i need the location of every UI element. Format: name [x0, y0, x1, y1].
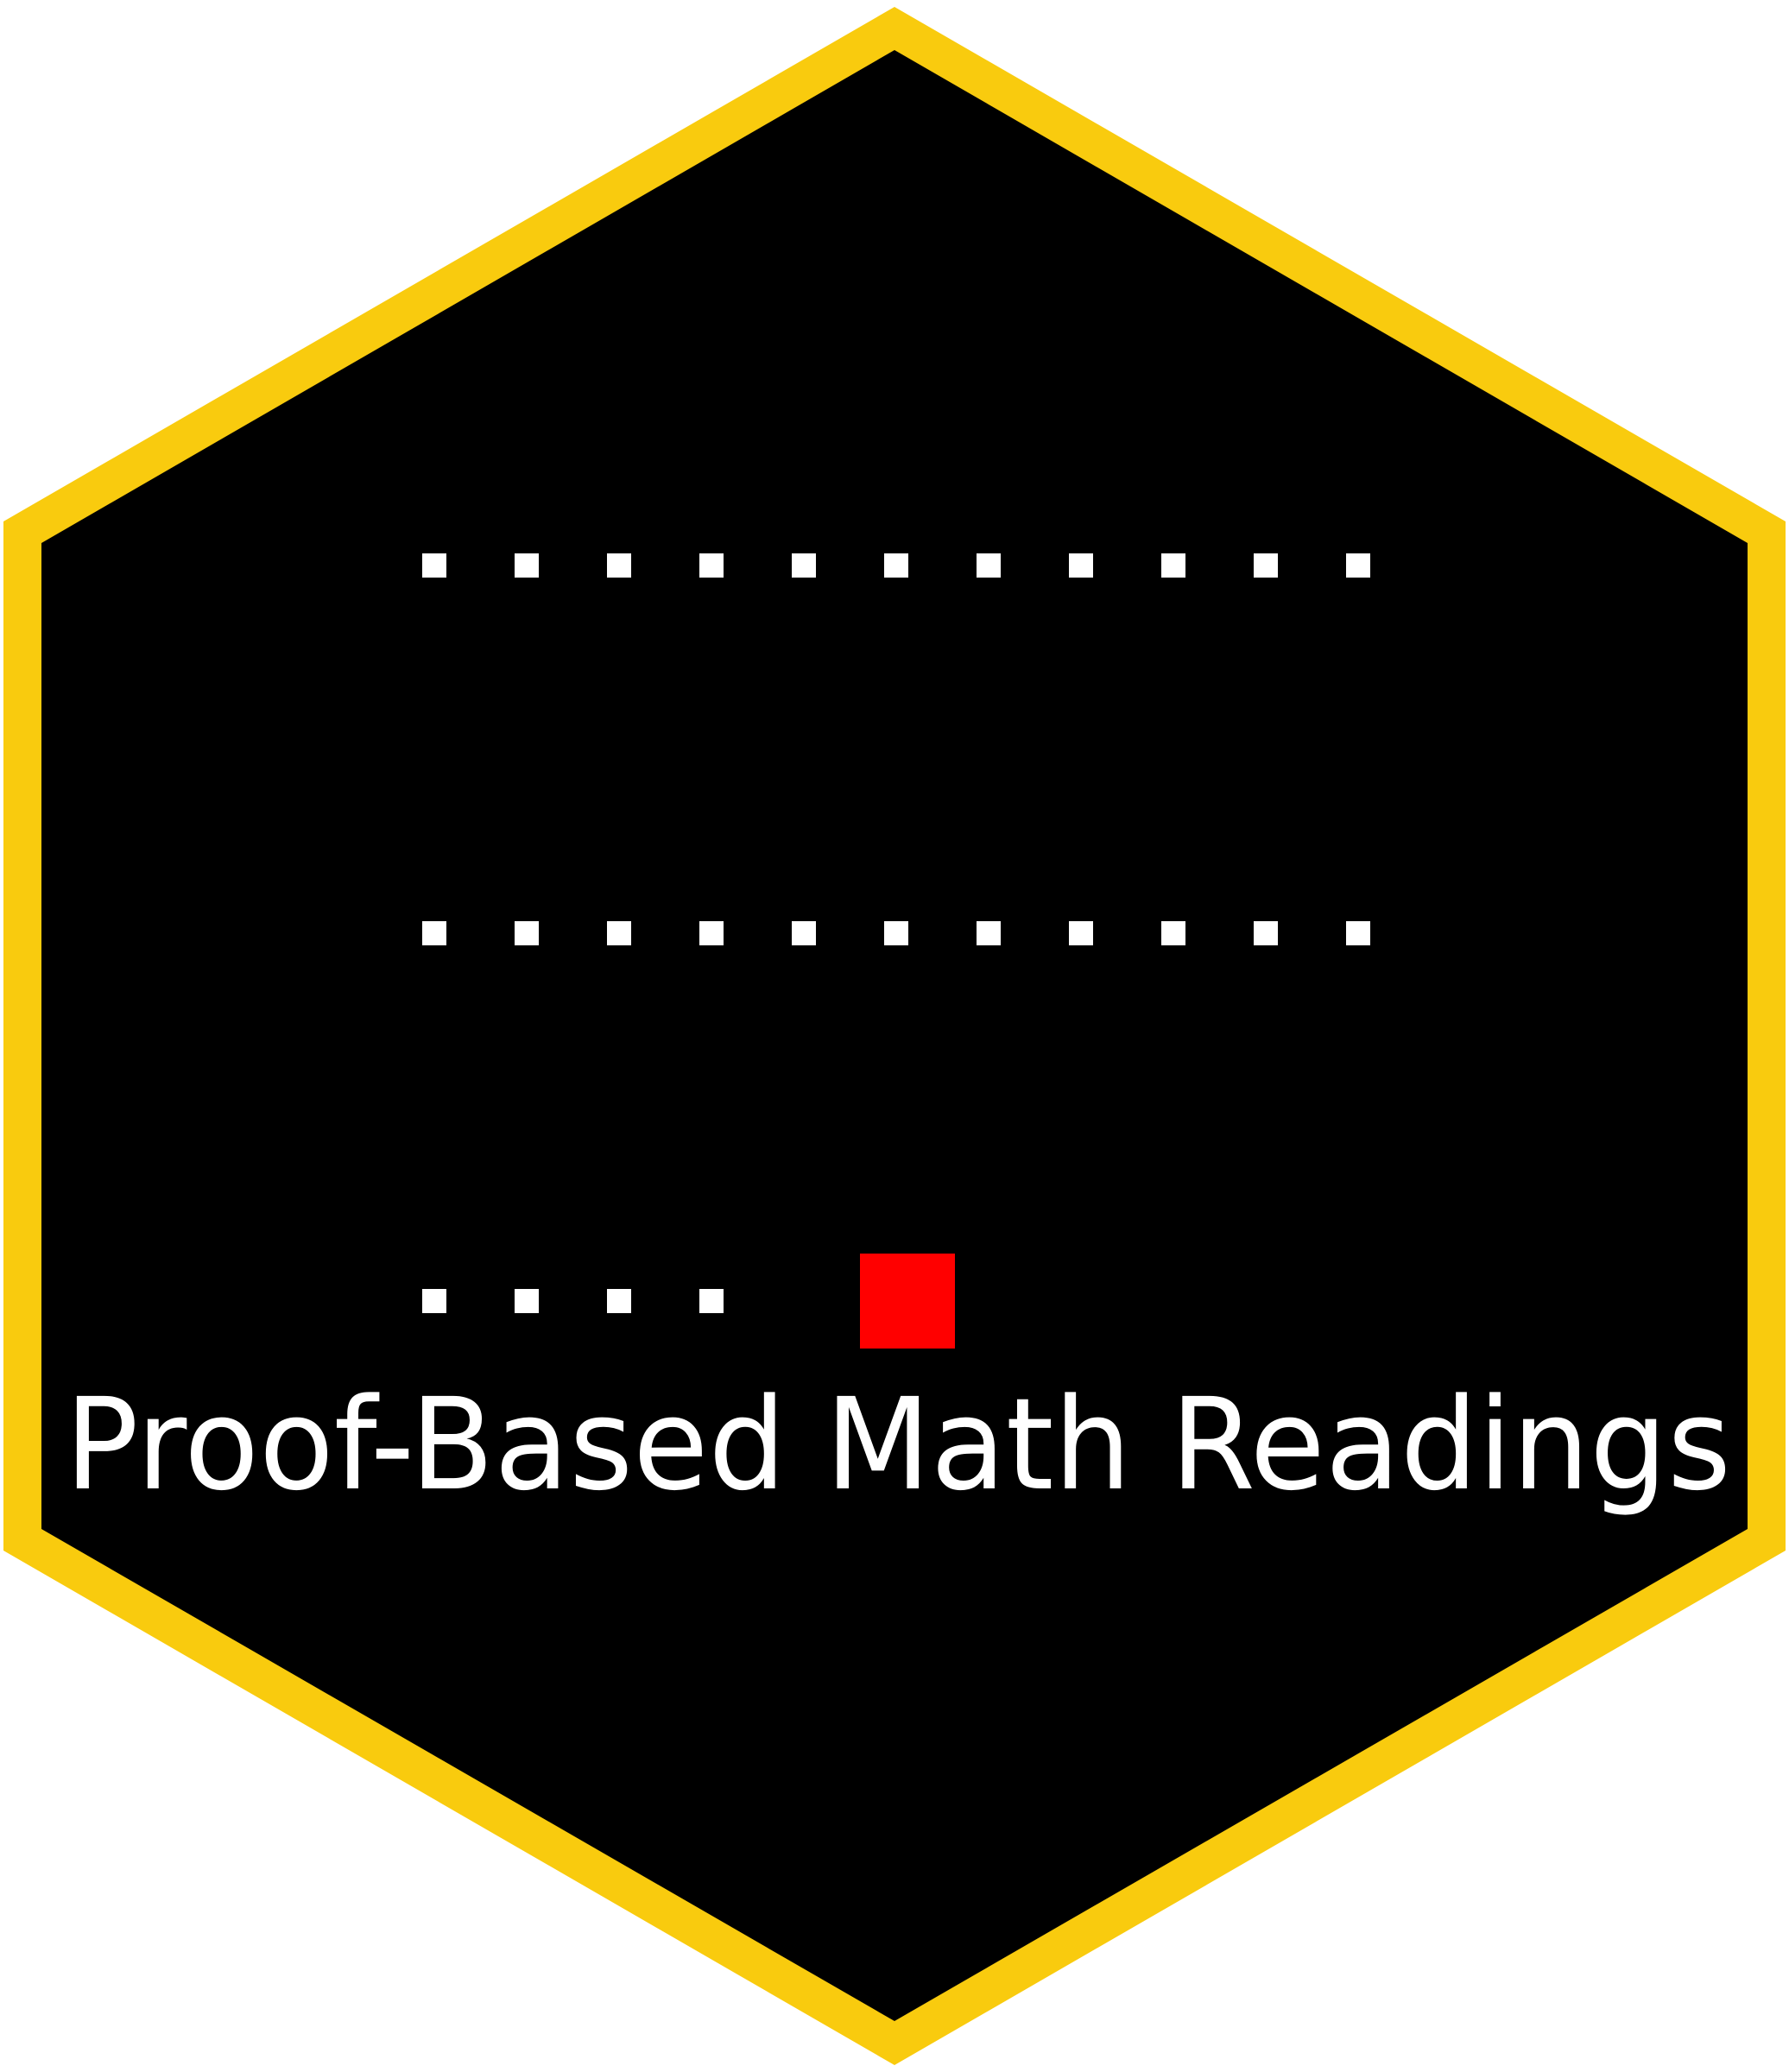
dot [1346, 553, 1370, 578]
dot [977, 553, 1001, 578]
dot [1069, 553, 1093, 578]
dot [792, 553, 816, 578]
dot [699, 921, 724, 945]
dot [422, 553, 446, 578]
dot [422, 1289, 446, 1313]
dot [515, 553, 539, 578]
dot [699, 553, 724, 578]
hex-background [41, 50, 1748, 2021]
dot [1254, 921, 1278, 945]
dot [1254, 553, 1278, 578]
dot [1161, 921, 1185, 945]
dot [607, 921, 631, 945]
dot [515, 1289, 539, 1313]
dot [515, 921, 539, 945]
dot [607, 553, 631, 578]
sticker-title: Proof-Based Math Readings [65, 1371, 1731, 1519]
dot [607, 1289, 631, 1313]
dot [977, 921, 1001, 945]
dot [884, 553, 908, 578]
dot [422, 921, 446, 945]
dot [1346, 921, 1370, 945]
dot [792, 921, 816, 945]
dot [699, 1289, 724, 1313]
highlight-square [860, 1254, 955, 1349]
dot [1161, 553, 1185, 578]
dot [884, 921, 908, 945]
dot [1069, 921, 1093, 945]
dot-pattern [422, 553, 1370, 1349]
